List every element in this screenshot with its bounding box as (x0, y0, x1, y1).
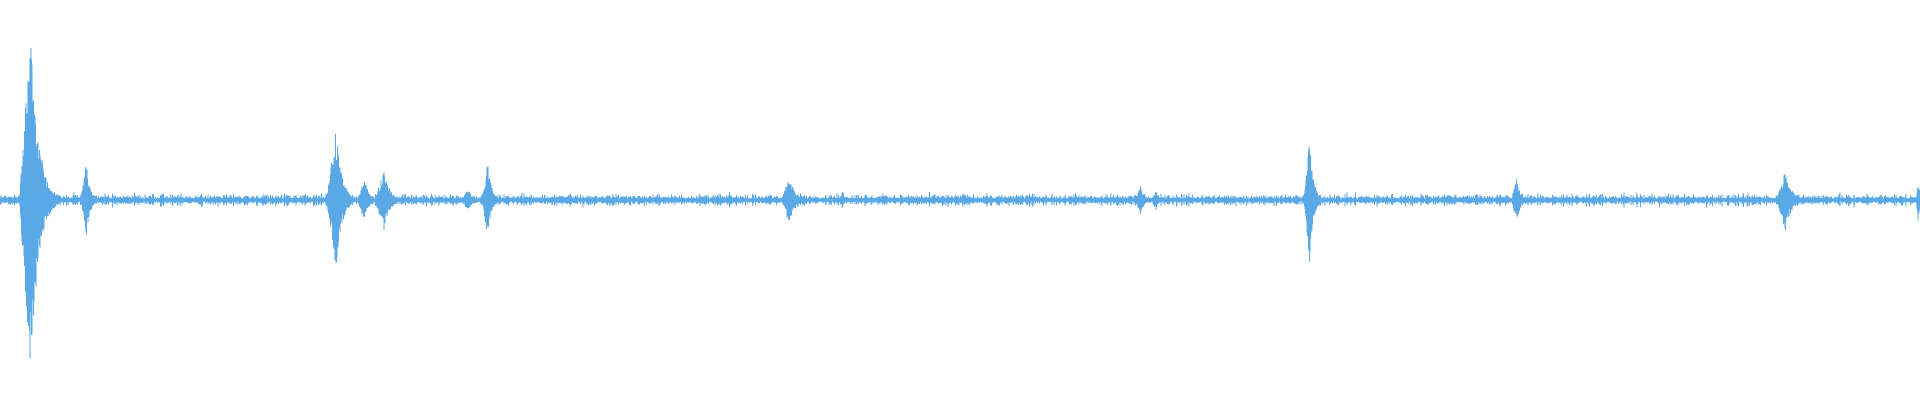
waveform-trace (0, 48, 1920, 359)
